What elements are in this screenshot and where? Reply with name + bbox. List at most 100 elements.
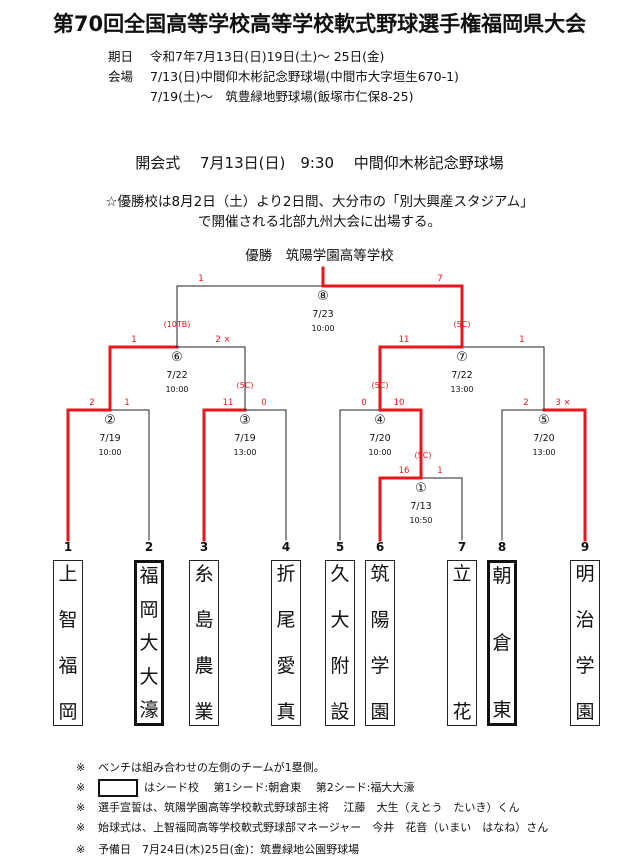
team-name-char: 明 — [575, 563, 595, 585]
team-box: 糸島農業 — [189, 560, 219, 726]
team-name-char: 倉 — [492, 632, 512, 654]
team-name-char: 園 — [575, 701, 595, 723]
team-name-char: 尾 — [276, 609, 296, 631]
game-right-score: 3 × — [555, 398, 570, 408]
team-box: 明治学園 — [570, 560, 600, 726]
tournament-note-line-2: で開催される北部九州大会に出場する。 — [198, 214, 441, 230]
game-time: 13:00 — [532, 448, 555, 457]
team-box: 久大附設 — [325, 560, 355, 726]
team-name-char: 上 — [58, 563, 78, 585]
game-date: 7/19 — [99, 433, 120, 444]
footnote-mark: ※ — [76, 761, 86, 774]
footnote-text: 始球式は、上智福岡高等学校軟式野球部マネージャー 今井 花音（いまい はなね）さ… — [98, 821, 549, 834]
footnote-text: 選手宣誓は、筑陽学園高等学校軟式野球部主将 江藤 大生（えとう たいき）くん — [98, 801, 520, 814]
game-number: ④ — [374, 413, 386, 428]
game-number: ⑥ — [171, 350, 183, 365]
team-number: 1 — [63, 540, 73, 554]
game-number: ⑦ — [456, 350, 468, 365]
game-right-score: 1 — [437, 466, 442, 476]
team-name-char: 設 — [330, 701, 350, 723]
game-left-score: 1 — [131, 335, 136, 345]
footnote-4: ※ 始球式は、上智福岡高等学校軟式野球部マネージャー 今井 花音（いまい はなね）… — [76, 819, 548, 835]
footnote-mark: ※ — [76, 821, 86, 834]
footnote-5: ※ 予備日 7月24日(木)25日(金)：筑豊緑地公園野球場 — [76, 841, 359, 857]
team-name-char: 大 — [139, 665, 159, 688]
venue-label: 会場 — [108, 69, 134, 84]
period-label: 期日 — [108, 49, 134, 64]
game-right-score: 1 — [519, 335, 524, 345]
venue-line-1: 7/13(日)中間仰木彬記念野球場(中間市大字垣生670-1) — [150, 69, 459, 84]
tournament-note: ☆優勝校は8月2日（土）より2日間、大分市の「別大興産スタジアム」 で開催される… — [0, 192, 639, 232]
period-value: 令和7年7月13日(日)19日(土)～ 25日(金) — [150, 49, 385, 64]
game-time: 10:50 — [409, 516, 432, 525]
game-right-score: 0 — [261, 398, 266, 408]
team-box: 筑陽学園 — [365, 560, 395, 726]
game-left-score: 0 — [361, 398, 366, 408]
footnote-2: ※はシード校 第1シード:朝倉東 第2シード:福大大濠 — [76, 779, 414, 797]
team-name-char: 真 — [276, 701, 296, 723]
team-name-char: 園 — [370, 701, 390, 723]
game-right-score: 2 × — [215, 335, 230, 345]
team-name-char: 濠 — [139, 699, 159, 721]
team-number: 2 — [144, 540, 154, 554]
team-number: 9 — [580, 540, 590, 554]
game-note: (5C) — [415, 451, 432, 460]
team-name-char: 業 — [194, 701, 214, 723]
team-name-char: 附 — [330, 655, 350, 677]
team-box: 折尾愛真 — [271, 560, 301, 726]
team-name-char: 立 — [452, 563, 472, 585]
game-left-score: 11 — [223, 398, 234, 408]
team-name-char: 糸 — [194, 563, 214, 585]
game-time: 13:00 — [450, 385, 473, 394]
footnote-3: ※ 選手宣誓は、筑陽学園高等学校軟式野球部主将 江藤 大生（えとう たいき）くん — [76, 799, 520, 815]
team-name-char: 学 — [370, 655, 390, 677]
game-date: 7/20 — [533, 433, 554, 444]
game-left-score: 2 — [523, 398, 528, 408]
game-date: 7/20 — [369, 433, 390, 444]
team-name-char: 島 — [194, 609, 214, 631]
team-box: 福岡大大濠 — [134, 560, 164, 726]
footnote-text: 予備日 7月24日(木)25日(金)：筑豊緑地公園野球場 — [98, 843, 360, 856]
team-name-char: 花 — [452, 701, 472, 723]
seed-sample-box — [98, 779, 138, 797]
game-left-score: 11 — [399, 335, 410, 345]
game-date: 7/13 — [410, 501, 431, 512]
team-number: 5 — [335, 540, 345, 554]
game-date: 7/22 — [451, 370, 472, 381]
opening-ceremony: 開会式 7月13日(日) 9:30 中間仰木彬記念野球場 — [135, 154, 504, 172]
game-right-score: 7 — [437, 274, 442, 284]
team-number: 7 — [457, 540, 467, 554]
team-name-char: 朝 — [492, 565, 512, 587]
game-left-score: 2 — [89, 398, 94, 408]
venue-line-2: 7/19(土)～ 筑豊緑地野球場(飯塚市仁保8-25) — [150, 89, 414, 104]
game-time: 10:00 — [368, 448, 391, 457]
game-number: ① — [415, 481, 427, 496]
team-name-char: 岡 — [58, 701, 78, 723]
footnote-mark: ※ — [76, 843, 86, 856]
team-name-char: 治 — [575, 609, 595, 631]
team-name-char: 陽 — [370, 609, 390, 631]
game-number: ⑧ — [317, 289, 329, 304]
team-name-char: 大 — [139, 632, 159, 654]
game-left-score: 1 — [198, 274, 203, 284]
team-name-char: 東 — [492, 699, 512, 721]
team-name-char: 筑 — [370, 563, 390, 585]
team-box: 立花 — [447, 560, 477, 726]
footnote-text: ベンチは組み合わせの左側のチームが1塁側。 — [98, 761, 325, 774]
game-time: 10:00 — [311, 324, 334, 333]
game-time: 10:00 — [165, 385, 188, 394]
tournament-note-line-1: ☆優勝校は8月2日（土）より2日間、大分市の「別大興産スタジアム」 — [105, 194, 534, 210]
page-title: 第70回全国高等学校高等学校軟式野球選手権福岡県大会 — [52, 12, 587, 36]
team-name-char: 折 — [276, 563, 296, 585]
team-name-char: 智 — [58, 609, 78, 631]
game-number: ② — [104, 413, 116, 428]
team-name-char: 岡 — [139, 598, 159, 621]
game-right-score: 10 — [394, 398, 405, 408]
footnote-text: はシード校 第1シード:朝倉東 第2シード:福大大濠 — [144, 781, 415, 794]
footnote-1: ※ ベンチは組み合わせの左側のチームが1塁側。 — [76, 759, 325, 775]
game-time: 10:00 — [98, 448, 121, 457]
team-name-char: 大 — [330, 609, 350, 631]
footnote-mark: ※ — [76, 801, 86, 814]
team-name-char: 学 — [575, 655, 595, 677]
